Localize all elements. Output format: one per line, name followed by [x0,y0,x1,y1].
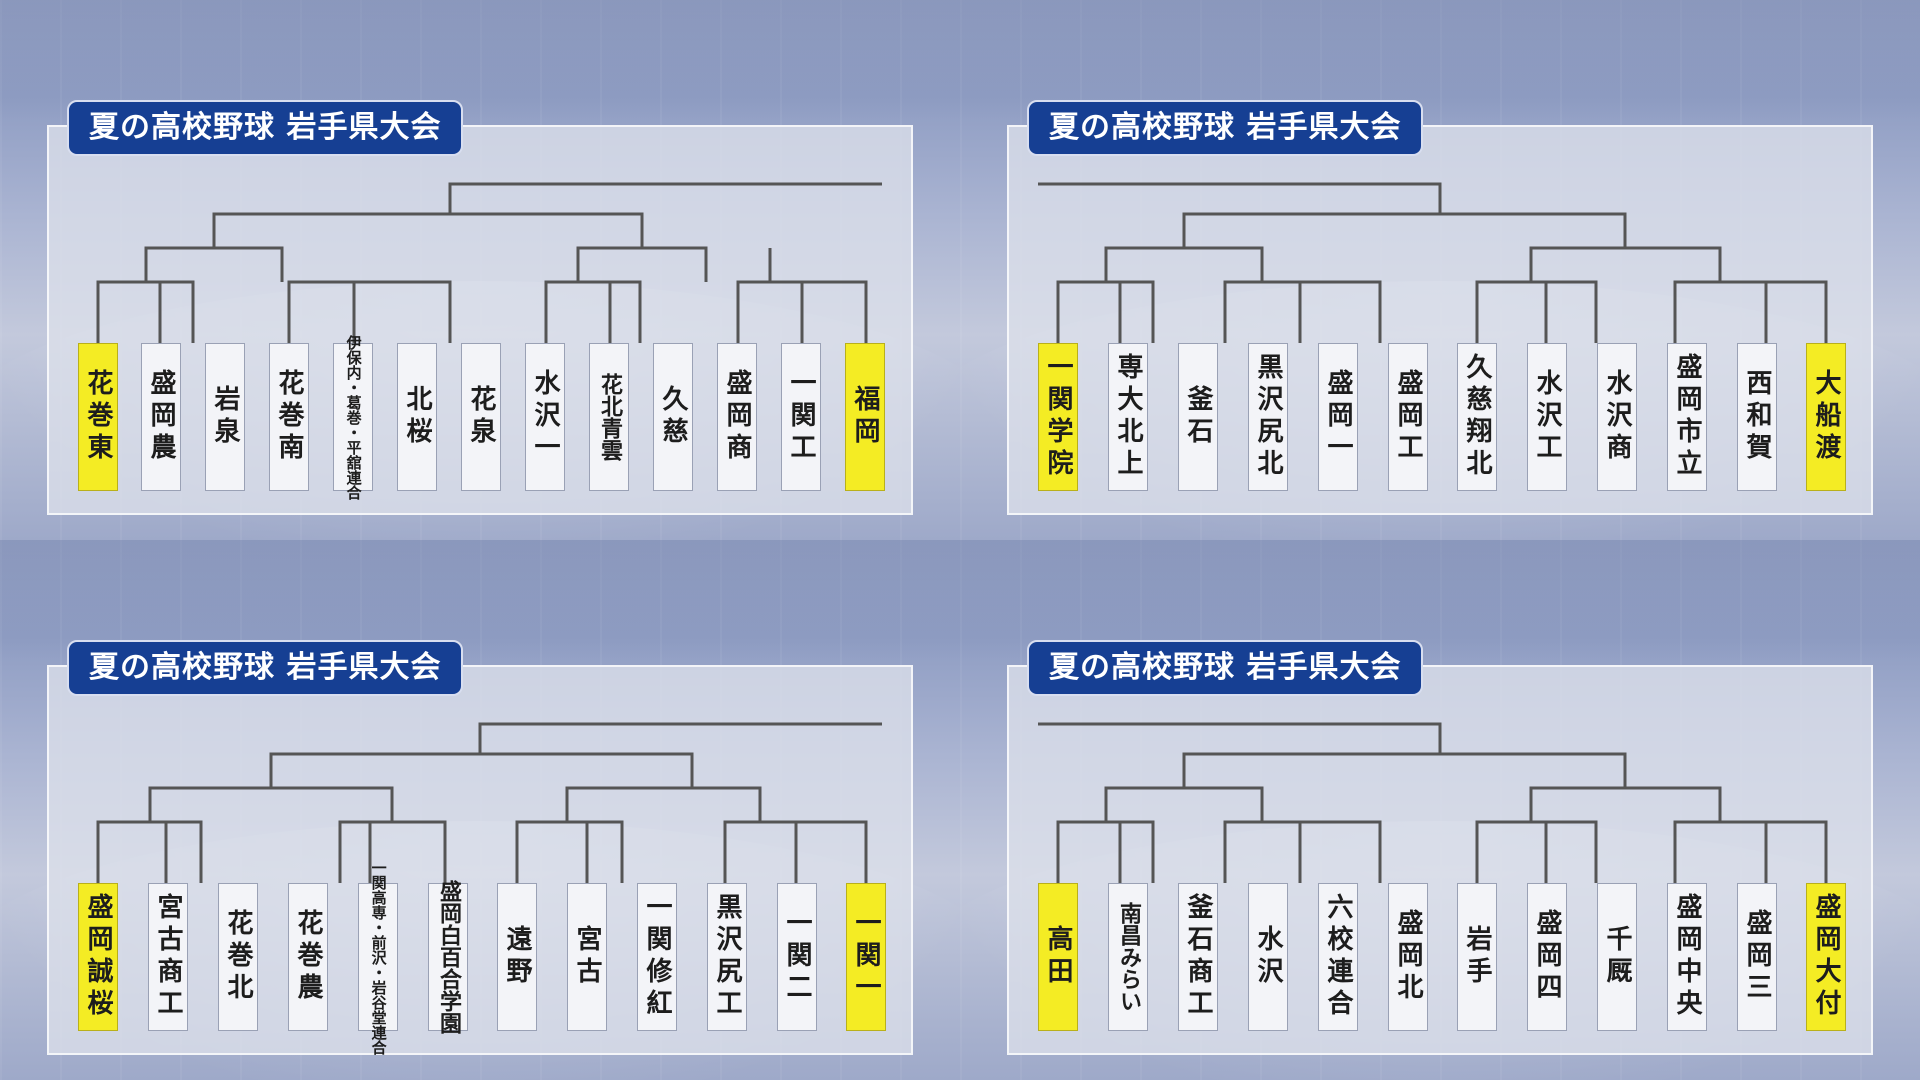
team-slot: 宮古商工 [148,883,188,1031]
panel-title: 夏の高校野球 岩手県大会 [1027,640,1424,696]
team-slot: 盛岡商 [717,343,757,491]
team-slot: 黒沢尻工 [707,883,747,1031]
team-slot: 盛岡農 [141,343,181,491]
team-slot: 一関一 [846,883,886,1031]
team-slot: 盛岡工 [1388,343,1428,491]
team-slot: 水沢工 [1527,343,1567,491]
team-slot: 盛岡四 [1527,883,1567,1031]
bracket-lines [96,182,882,343]
team-slot: 盛岡白百合学園 [428,880,468,1034]
bracket-lines [96,722,882,883]
team-slot: 福岡 [845,343,885,491]
team-slot: 一関二 [777,883,817,1031]
bracket-panel-3: 夏の高校野球 岩手県大会 盛岡誠桜 宮古商工 花巻北 花巻農 一関高専・前沢・岩… [0,540,960,1080]
panel-title: 夏の高校野球 岩手県大会 [67,640,464,696]
team-slot: 盛岡北 [1388,883,1428,1031]
bracket-panel-4: 夏の高校野球 岩手県大会 高田 南昌みらい 釜石商工 水沢 六校連合 盛岡北 岩… [960,540,1920,1080]
team-slot: 花巻北 [218,883,258,1031]
team-slot: 花巻農 [288,883,328,1031]
team-slot: 南昌みらい [1108,883,1148,1031]
team-slot: 花北青雲 [589,343,629,491]
team-slot: 遠野 [497,883,537,1031]
team-slot: 岩手 [1457,883,1497,1031]
team-slot: 釜石 [1178,343,1218,491]
team-slot: 釜石商工 [1178,883,1218,1031]
team-slot: 盛岡市立 [1667,343,1707,491]
bracket-lines [1038,722,1828,883]
team-slot: 花巻東 [78,343,118,491]
team-slot: 盛岡中央 [1667,883,1707,1031]
team-slot: 一関学院 [1038,343,1078,491]
team-slot: 花泉 [461,343,501,491]
team-slot: 盛岡大付 [1806,883,1846,1031]
team-slot: 一関工 [781,343,821,491]
team-slot: 北桜 [397,343,437,491]
team-slot: 岩泉 [205,343,245,491]
team-slot: 久慈翔北 [1457,343,1497,491]
team-slot: 高田 [1038,883,1078,1031]
team-slot: 盛岡誠桜 [78,883,118,1031]
team-slot: 久慈 [653,343,693,491]
team-slot: 伊保内・葛巻・平舘連合 [333,335,373,500]
team-slot: 盛岡三 [1737,883,1777,1031]
team-slot: 六校連合 [1318,883,1358,1031]
team-slot: 盛岡一 [1318,343,1358,491]
team-slot: 専大北上 [1108,343,1148,491]
team-slot: 宮古 [567,883,607,1031]
team-slot: 一関修紅 [637,883,677,1031]
team-slot: 一関高専・前沢・岩谷堂連合 [358,860,398,1055]
panel-title: 夏の高校野球 岩手県大会 [1027,100,1424,156]
team-slot: 大船渡 [1806,343,1846,491]
team-slot: 千厩 [1597,883,1637,1031]
team-slot: 花巻南 [269,343,309,491]
bracket-panel-1: 夏の高校野球 岩手県大会 花巻東 盛岡農 岩泉 花巻南 伊保内・葛巻・平舘連合 … [0,0,960,540]
team-slot: 水沢 [1248,883,1288,1031]
panel-title: 夏の高校野球 岩手県大会 [67,100,464,156]
bracket-panel-2: 夏の高校野球 岩手県大会 一関学院 専大北上 釜石 黒沢尻北 盛岡一 盛岡工 久… [960,0,1920,540]
team-slot: 水沢一 [525,343,565,491]
team-slot: 西和賀 [1737,343,1777,491]
team-slot: 水沢商 [1597,343,1637,491]
team-slot: 黒沢尻北 [1248,343,1288,491]
bracket-lines [1038,182,1828,343]
